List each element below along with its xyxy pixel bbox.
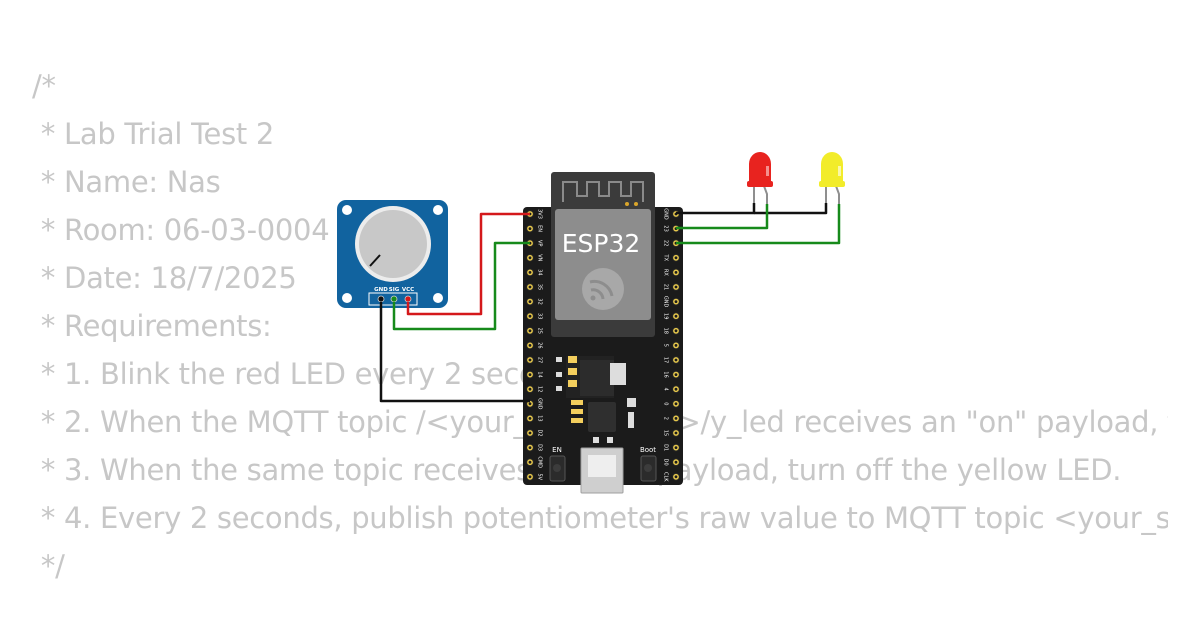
left-pin-label: 14 xyxy=(537,371,543,377)
right-pin-label: 23 xyxy=(663,225,669,231)
right-pin-label: D0 xyxy=(663,459,669,466)
right-pin-label: 17 xyxy=(663,357,669,363)
left-pin-label: D2 xyxy=(537,429,543,436)
left-pin-label: 33 xyxy=(537,313,543,319)
left-pin-label: 34 xyxy=(537,269,543,275)
left-pin-label: 25 xyxy=(537,328,543,334)
left-pin-label: EN xyxy=(537,225,543,232)
code-comment-line: * Requirements: xyxy=(32,309,272,343)
code-comment-line: /* xyxy=(32,69,56,103)
right-pin-label: RX xyxy=(663,269,669,276)
right-pin-label: 2 xyxy=(663,417,669,420)
board-label: ESP32 xyxy=(562,229,641,258)
left-pin-label: CMD xyxy=(537,456,543,468)
wire-red-led-to-yellow-led-gnd[interactable] xyxy=(754,203,828,215)
left-pin-label: VP xyxy=(537,240,543,246)
right-pin-label: 15 xyxy=(663,430,669,436)
potentiometer-pin-label: GND xyxy=(374,287,388,293)
wire-right-gnd-to-red-led[interactable] xyxy=(676,203,756,215)
left-pin-label: 35 xyxy=(537,284,543,290)
right-pin-label: 18 xyxy=(663,328,669,334)
knob-indicator xyxy=(369,254,381,267)
left-pin-label: 13 xyxy=(537,415,543,421)
code-comment-line: * Room: 06-03-0004 xyxy=(32,213,330,247)
right-pin-label: GND xyxy=(663,208,669,220)
right-pin-label: 0 xyxy=(663,402,669,405)
potentiometer-pin-label: SIG xyxy=(389,287,400,293)
wire-potentiometer-vcc-to-3v3[interactable] xyxy=(406,212,530,316)
code-comment-line: */ xyxy=(32,549,65,583)
left-pin-label: GND xyxy=(537,398,543,410)
right-pin-label: 21 xyxy=(663,284,669,290)
left-pin-label: 3V3 xyxy=(537,209,543,219)
right-pin-label: 22 xyxy=(663,240,669,246)
espressif-logo xyxy=(582,268,624,310)
code-comment-line: * Lab Trial Test 2 xyxy=(32,117,275,151)
wire-potentiometer-sig-to-vp[interactable] xyxy=(392,241,530,331)
esp32-module-shield xyxy=(555,209,651,320)
right-pin-label: 4 xyxy=(663,388,669,391)
left-pin-label: 32 xyxy=(537,298,543,304)
wire-gpio23-to-red-led[interactable] xyxy=(676,204,769,230)
code-comment-line: * Name: Nas xyxy=(32,165,221,199)
left-pin-label: 5V xyxy=(537,473,543,480)
right-pin-label: 5 xyxy=(663,344,669,347)
code-comment-line: * 4. Every 2 seconds, publish potentiome… xyxy=(40,501,1168,535)
antenna-trace xyxy=(562,181,644,202)
left-pin-label: VN xyxy=(537,254,543,261)
left-pin-label: D3 xyxy=(537,444,543,451)
esp32-board[interactable]: ESP32 EN Boot 3 xyxy=(523,172,683,494)
yellow-led[interactable] xyxy=(819,152,845,212)
code-comment-line: * Date: 18/7/2025 xyxy=(32,261,297,295)
right-pin-label: 19 xyxy=(663,313,669,319)
wire-potentiometer-gnd-to-gnd[interactable] xyxy=(379,302,530,403)
left-pin-label: 27 xyxy=(537,357,543,363)
right-pin-label: CLK xyxy=(663,472,669,482)
en-button-label: EN xyxy=(552,446,562,454)
wire-gpio22-to-yellow-led[interactable] xyxy=(676,204,841,245)
left-pin-label: 12 xyxy=(537,386,543,392)
right-pin-label: 16 xyxy=(663,371,669,377)
right-pin-label: D1 xyxy=(663,444,669,451)
potentiometer-knob[interactable] xyxy=(359,210,427,278)
red-led[interactable] xyxy=(747,152,773,212)
potentiometer-pin-label: VCC xyxy=(402,287,414,293)
right-pin-label: TX xyxy=(663,254,669,262)
boot-button-label: Boot xyxy=(640,446,656,454)
left-pin-label: 26 xyxy=(537,342,543,348)
right-pin-label: GND xyxy=(663,296,669,308)
